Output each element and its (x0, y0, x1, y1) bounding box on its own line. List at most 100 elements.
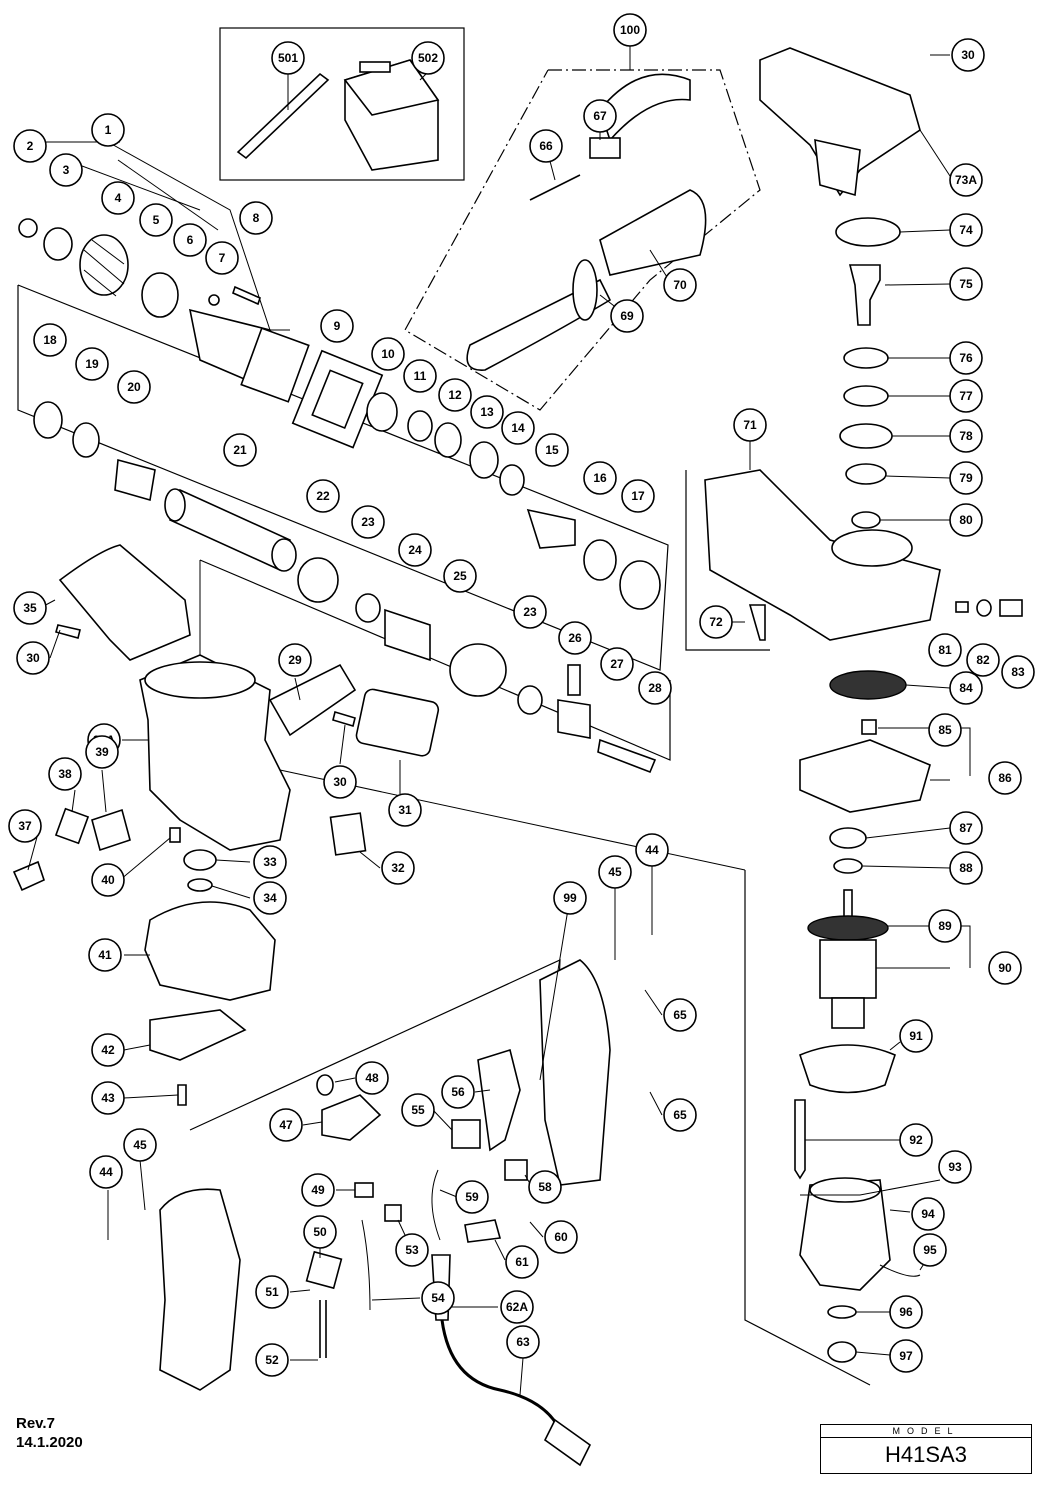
crank-shaft-part (848, 264, 881, 326)
switch-55-part (451, 1119, 481, 1149)
bearing-97-part (827, 1341, 857, 1363)
callout-4: 4 (101, 181, 135, 215)
callout-75: 75 (949, 267, 983, 301)
svg-text:42: 42 (101, 1043, 115, 1057)
callout-35: 35 (13, 591, 47, 625)
svg-text:75: 75 (959, 277, 973, 291)
callout-99: 99 (553, 881, 587, 915)
side-handle-boundary (404, 69, 761, 411)
cover-29-part (268, 663, 357, 737)
callout-49: 49 (301, 1173, 335, 1207)
bracket-47-part (321, 1094, 382, 1141)
svg-text:71: 71 (743, 418, 757, 432)
svg-text:96: 96 (899, 1305, 913, 1319)
callout-30c: 30 (951, 38, 985, 72)
o-ring-23b-part (517, 685, 543, 715)
pin-26-part (567, 664, 581, 696)
grip-cover-part (58, 544, 191, 661)
ring-14-part (499, 464, 525, 496)
model-name: H41SA3 (885, 1442, 967, 1467)
callout-84: 84 (949, 671, 983, 705)
piston-22-part (297, 557, 339, 603)
bearing-80-part (851, 511, 881, 529)
callout-39: 39 (85, 735, 119, 769)
grip-sleeve-part (79, 234, 129, 297)
callout-76: 76 (949, 341, 983, 375)
label-58-part (504, 1159, 528, 1181)
callout-20: 20 (117, 370, 151, 404)
svg-text:21: 21 (233, 443, 247, 457)
bolt-92-part (794, 1099, 806, 1180)
screw-40-part (169, 827, 181, 843)
callout-28: 28 (638, 671, 672, 705)
svg-text:65: 65 (673, 1008, 687, 1022)
callout-9: 9 (320, 309, 354, 343)
callout-30a: 30 (16, 641, 50, 675)
callout-11: 11 (403, 359, 437, 393)
svg-text:41: 41 (98, 948, 112, 962)
callout-44a: 44 (89, 1155, 123, 1189)
callout-79: 79 (949, 461, 983, 495)
crank-housing-part (139, 654, 291, 851)
svg-text:90: 90 (998, 961, 1012, 975)
svg-text:8: 8 (253, 211, 260, 225)
svg-text:15: 15 (545, 443, 559, 457)
svg-text:85: 85 (938, 723, 952, 737)
baffle-plate-part (799, 1044, 896, 1094)
cap-37-part (12, 860, 45, 892)
svg-text:61: 61 (515, 1255, 529, 1269)
callout-88: 88 (949, 851, 983, 885)
base-plate-part (149, 1009, 247, 1061)
svg-text:87: 87 (959, 821, 973, 835)
callout-502: 502 (411, 41, 445, 75)
svg-text:26: 26 (568, 631, 582, 645)
callout-51: 51 (255, 1275, 289, 1309)
gear-84-part (829, 670, 907, 700)
o-ring-34-part (187, 878, 213, 892)
svg-text:73A: 73A (955, 173, 977, 187)
capacitor-51-part (305, 1250, 343, 1290)
callout-67: 67 (583, 99, 617, 133)
model-title-block: MODEL H41SA3 (820, 1424, 1032, 1474)
svg-text:18: 18 (43, 333, 57, 347)
svg-text:45: 45 (608, 865, 622, 879)
callout-2: 2 (13, 129, 47, 163)
callout-29: 29 (278, 643, 312, 677)
svg-text:44: 44 (645, 843, 659, 857)
o-ring-74-part (835, 217, 901, 247)
clip-49-part (354, 1182, 374, 1198)
svg-text:74: 74 (959, 223, 973, 237)
side-handle-part (466, 73, 707, 371)
inner-cover-part (799, 739, 931, 813)
svg-text:501: 501 (278, 51, 298, 65)
svg-text:38: 38 (58, 767, 72, 781)
svg-text:95: 95 (923, 1243, 937, 1257)
svg-text:6: 6 (187, 233, 194, 247)
svg-text:22: 22 (316, 489, 330, 503)
bushing-53-part (384, 1204, 402, 1222)
callout-3: 3 (49, 153, 83, 187)
damper-block-part (291, 349, 384, 449)
callout-22: 22 (306, 479, 340, 513)
svg-text:17: 17 (631, 489, 645, 503)
retainer-20-part (114, 458, 156, 502)
callout-12: 12 (438, 378, 472, 412)
callout-82: 82 (966, 643, 1000, 677)
bushing-79-part (845, 463, 887, 485)
svg-text:3: 3 (63, 163, 70, 177)
spring-part (141, 272, 179, 318)
callout-40: 40 (91, 863, 125, 897)
callout-1: 1 (91, 113, 125, 147)
callout-71: 71 (733, 408, 767, 442)
callout-13: 13 (470, 395, 504, 429)
svg-text:13: 13 (480, 405, 494, 419)
svg-text:60: 60 (554, 1230, 568, 1244)
svg-text:91: 91 (909, 1029, 923, 1043)
carrying-case-part (343, 59, 440, 171)
callout-32: 32 (381, 851, 415, 885)
svg-text:51: 51 (265, 1285, 279, 1299)
svg-text:82: 82 (976, 653, 990, 667)
callout-7: 7 (205, 241, 239, 275)
svg-text:70: 70 (673, 278, 687, 292)
svg-text:14: 14 (511, 421, 525, 435)
